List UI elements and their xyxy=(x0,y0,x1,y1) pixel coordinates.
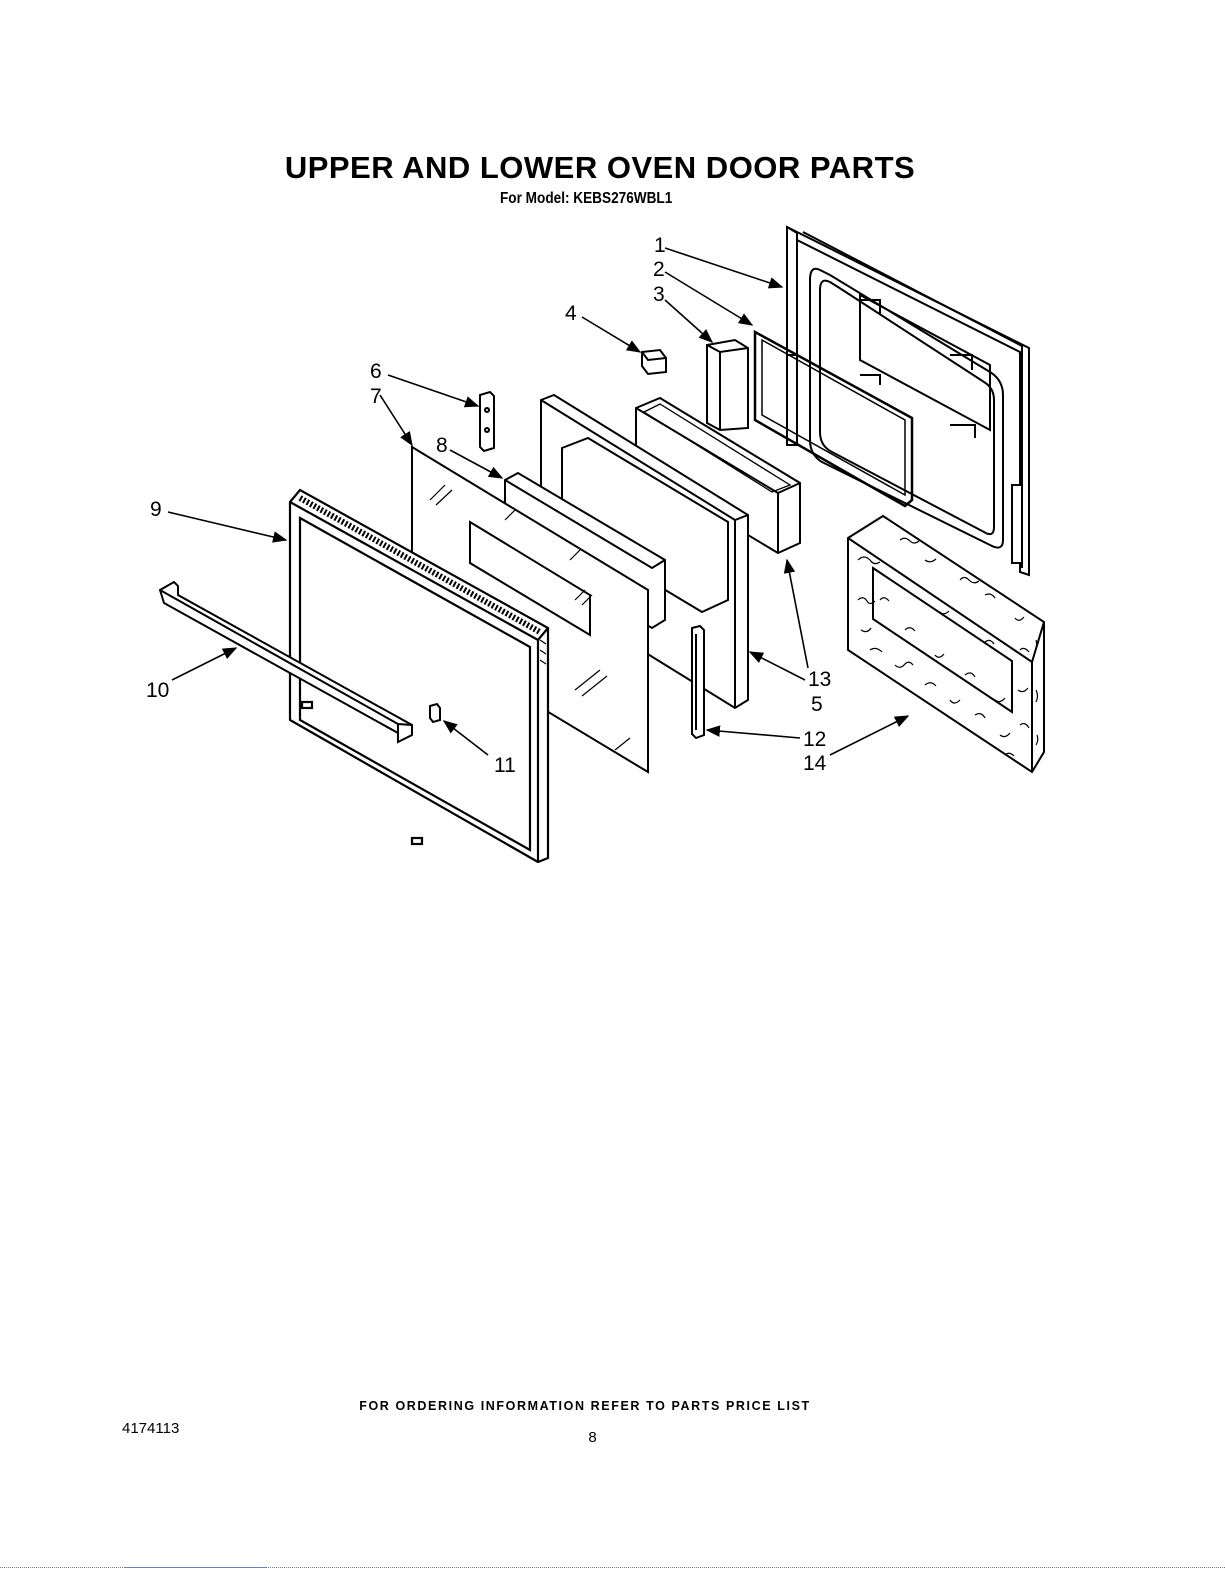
document-number: 4174113 xyxy=(122,1420,179,1437)
part-11-bumper xyxy=(430,704,440,722)
callout-8: 8 xyxy=(436,434,448,457)
part-6-bracket xyxy=(480,392,494,451)
bottom-link-underline xyxy=(124,1567,266,1568)
part-4-clip xyxy=(642,350,666,374)
callout-13: 13 xyxy=(808,668,831,691)
callout-11: 11 xyxy=(494,754,516,777)
callout-1: 1 xyxy=(654,234,666,257)
page-number: 8 xyxy=(580,1429,605,1446)
callout-9: 9 xyxy=(150,498,162,521)
part-1-inner-door-liner xyxy=(787,227,1029,575)
callout-5: 5 xyxy=(811,693,823,716)
callout-4: 4 xyxy=(565,302,577,325)
callout-2: 2 xyxy=(653,258,665,281)
callout-14: 14 xyxy=(803,752,827,775)
callout-12: 12 xyxy=(803,728,826,751)
callout-10: 10 xyxy=(146,679,169,702)
callout-7: 7 xyxy=(370,385,382,408)
part-12-side-trim xyxy=(692,626,704,738)
ordering-note: FOR ORDERING INFORMATION REFER TO PARTS … xyxy=(0,1399,1170,1413)
callout-3: 3 xyxy=(653,283,665,306)
callout-6: 6 xyxy=(370,360,382,383)
part-3-hinge-bracket xyxy=(707,340,748,430)
